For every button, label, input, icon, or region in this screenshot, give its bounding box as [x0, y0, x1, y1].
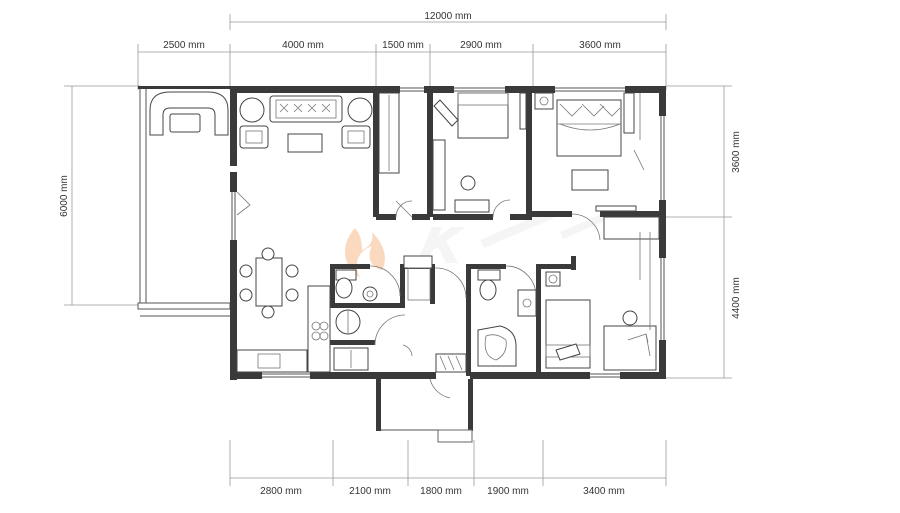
right-dim-1: 3600 mm — [731, 131, 742, 173]
desk-icon — [432, 139, 446, 211]
terrace — [137, 86, 231, 317]
bathroom-2 — [477, 269, 537, 367]
overall-dimension-label: 12000 mm — [424, 11, 471, 22]
bathtub-icon — [477, 325, 517, 367]
dresser-icon — [571, 169, 609, 191]
top-dim-2: 4000 mm — [282, 40, 324, 51]
work-desk-icon — [603, 325, 657, 371]
entrance-porch — [376, 344, 473, 443]
dining-table-icon — [255, 257, 283, 307]
doors — [236, 191, 601, 346]
dimension-lines — [64, 14, 732, 486]
toilet-2-icon — [479, 279, 497, 301]
single-bed-icon — [457, 92, 509, 139]
bathroom-1 — [333, 255, 433, 371]
office-chair-icon — [622, 310, 638, 326]
bottom-dim-2: 2100 mm — [349, 486, 391, 497]
top-dim-5: 3600 mm — [579, 40, 621, 51]
right-dim-2: 4400 mm — [731, 277, 742, 319]
left-dim: 6000 mm — [59, 175, 70, 217]
master-bedroom — [534, 92, 660, 240]
top-dim-4: 2900 mm — [460, 40, 502, 51]
armchair-right-icon — [341, 125, 371, 149]
double-bed-icon — [556, 99, 622, 157]
wardrobe-icon — [603, 216, 660, 240]
bottom-dim-1: 2800 mm — [260, 486, 302, 497]
kitchen-counter-icon — [236, 349, 308, 373]
toilet-icon — [335, 277, 353, 299]
closet — [378, 92, 400, 174]
walls — [230, 86, 666, 380]
windows — [231, 87, 665, 378]
bedroom-3 — [545, 232, 657, 371]
washing-machine-icon — [362, 286, 378, 302]
chair-icon — [460, 175, 476, 191]
top-dim-1: 2500 mm — [163, 40, 205, 51]
sofa-icon — [269, 95, 343, 123]
corner-sofa-icon — [149, 91, 229, 136]
bottom-dim-5: 3400 mm — [583, 486, 625, 497]
sink-icon — [403, 255, 433, 269]
living-room — [236, 95, 373, 373]
bottom-dim-3: 1800 mm — [420, 486, 462, 497]
coffee-table-icon — [287, 133, 323, 153]
top-dim-3: 1500 mm — [382, 40, 424, 51]
nightstand-icon — [534, 92, 554, 110]
bottom-dim-4: 1900 mm — [487, 486, 529, 497]
bedroom-1 — [432, 92, 527, 213]
armchair-left-icon — [239, 125, 269, 149]
